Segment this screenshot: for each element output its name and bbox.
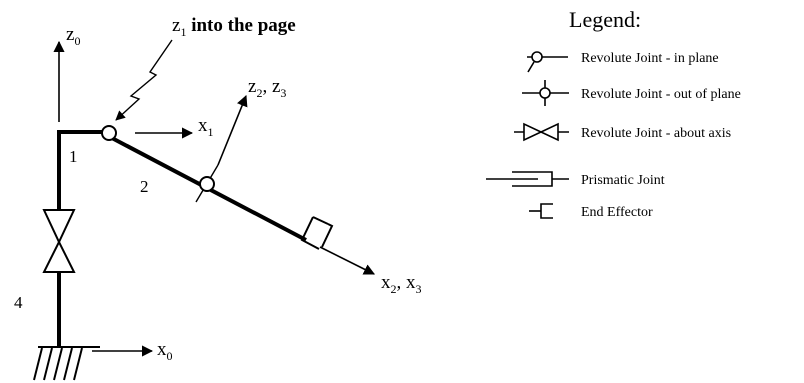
x1-label: x1 [198, 115, 214, 139]
link-label-2: 2 [140, 177, 149, 196]
ground-hatch [33, 346, 100, 381]
legend-title: Legend: [569, 7, 641, 32]
base-link [57, 130, 103, 347]
legend-label-end-effector: End Effector [581, 205, 653, 220]
revolute-joint-about-axis [42, 209, 76, 273]
legend-label-revolute-out-of-plane: Revolute Joint - out of plane [581, 87, 741, 102]
legend-symbol-prismatic-icon [486, 171, 569, 187]
revolute-joint-out-of-plane [195, 164, 219, 203]
z1-squiggle-arrow [115, 39, 173, 121]
legend-label-prismatic: Prismatic Joint [581, 173, 665, 188]
legend-symbol-revolute-in-plane-icon [527, 51, 568, 73]
z2-z3-label: z2, z3 [248, 76, 286, 100]
legend-symbol-revolute-about-axis-icon [514, 122, 569, 142]
z1-note-label: z1 into the page [172, 15, 296, 39]
legend-label-revolute-in-plane: Revolute Joint - in plane [581, 51, 719, 66]
legend-label-revolute-about-axis: Revolute Joint - about axis [581, 126, 731, 141]
x2-x3-label: x2, x3 [381, 272, 422, 296]
z0-label: z0 [66, 24, 80, 48]
link-label-1: 1 [69, 147, 78, 166]
x0-label: x0 [157, 339, 173, 363]
link-label-4: 4 [14, 293, 23, 312]
x2-x3-axis-arrow [319, 246, 376, 275]
revolute-joint-in-plane [101, 125, 117, 141]
z2-z3-axis-arrow [217, 94, 248, 166]
legend-symbol-revolute-out-of-plane-icon [522, 80, 569, 106]
end-effector [300, 216, 334, 250]
legend-symbol-end-effector-icon [529, 203, 553, 219]
